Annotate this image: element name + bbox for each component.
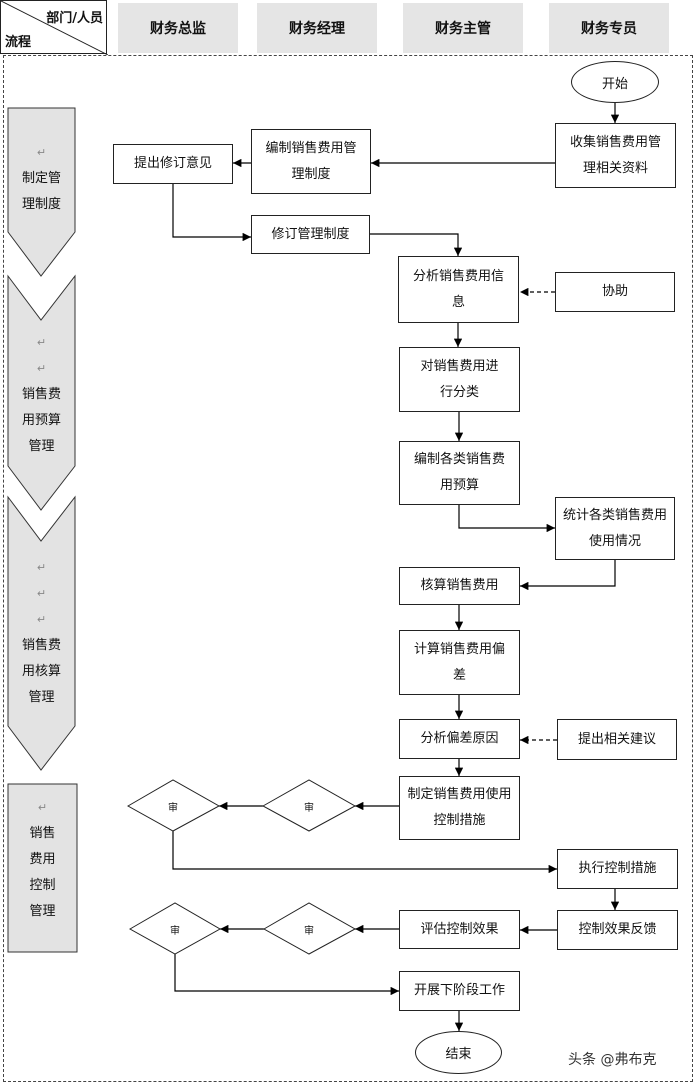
node-calc-deviation-text: 计算销售费用偏差 [413, 641, 505, 683]
return-mark: ↵ [37, 801, 48, 814]
node-draft-policy-text: 编制销售费用管理制度 [265, 140, 357, 182]
node-analyze-cause: 分析偏差原因 [399, 719, 520, 759]
phase-label-policy: ↵ 制定管理制度 [8, 140, 75, 218]
node-execute: 执行控制措施 [557, 849, 678, 889]
diagram-frame [3, 55, 693, 1082]
node-draft-policy: 编制销售费用管理制度 [251, 129, 371, 194]
node-analyze-info: 分析销售费用信息 [398, 256, 519, 323]
decision-label-2: 审 [304, 802, 314, 814]
node-budget-text: 编制各类销售费用预算 [413, 452, 505, 493]
node-suggest: 提出相关建议 [557, 719, 677, 760]
phase-shape-2 [7, 274, 76, 511]
return-mark: ↵ [36, 336, 47, 349]
watermark: 头条 @弗布克 [568, 1052, 657, 1068]
phase-label-accounting: ↵ ↵ ↵ 销售费用核算管理 [8, 555, 75, 711]
node-control-measures: 制定销售费用使用控制措施 [399, 776, 520, 840]
phase-shape-3 [7, 495, 76, 771]
column-header-finance-director: 财务总监 [118, 3, 238, 53]
phase-label-control: ↵ 销售费用控制管理 [8, 795, 77, 925]
node-assist: 协助 [555, 272, 675, 312]
node-calc-deviation: 计算销售费用偏差 [399, 630, 520, 695]
node-revise-policy: 修订管理制度 [251, 215, 370, 254]
node-control-measures-text: 制定销售费用使用控制措施 [407, 787, 512, 828]
node-propose-revision: 提出修订意见 [113, 144, 233, 184]
node-start: 开始 [571, 61, 659, 103]
node-classify-text: 对销售费用进行分类 [420, 358, 499, 400]
return-mark: ↵ [36, 146, 47, 159]
node-stat-usage: 统计各类销售费用使用情况 [555, 497, 675, 560]
header-corner-cell: 部门/人员 流程 [0, 0, 108, 55]
corner-label-department: 部门/人员 [46, 11, 103, 26]
corner-label-process: 流程 [5, 35, 32, 50]
arrow-propose-to-revise [172, 184, 251, 242]
node-collect-text: 收集销售费用管理相关资料 [569, 134, 661, 176]
node-end: 结束 [415, 1031, 502, 1074]
phase-shape-1 [7, 107, 76, 277]
arrow-budget-to-stat [458, 505, 555, 533]
node-budget: 编制各类销售费用预算 [399, 441, 520, 505]
phase-text-policy: 制定管理制度 [21, 171, 61, 212]
node-feedback: 控制效果反馈 [557, 910, 678, 950]
column-header-finance-specialist: 财务专员 [549, 3, 669, 53]
phase-text-control: 销售费用控制管理 [29, 826, 56, 919]
decision-diamond-4 [262, 902, 357, 955]
phase-text-budget: 销售费用预算管理 [21, 387, 61, 454]
corner-diagonal [1, 1, 108, 55]
column-header-finance-supervisor: 财务主管 [403, 3, 523, 53]
return-mark: ↵ [36, 613, 47, 626]
decision-label-3: 审 [170, 925, 180, 937]
decision-diamond-3 [128, 902, 222, 955]
return-mark: ↵ [36, 362, 47, 375]
node-analyze-info-text: 分析销售费用信息 [412, 268, 504, 310]
decision-diamond-2 [261, 779, 357, 832]
node-classify: 对销售费用进行分类 [399, 347, 520, 412]
node-account: 核算销售费用 [399, 567, 520, 605]
arrow-diamond3-to-next [174, 954, 399, 996]
decision-label-1: 审 [168, 802, 178, 814]
decision-label-4: 审 [304, 925, 314, 937]
node-collect: 收集销售费用管理相关资料 [555, 123, 676, 188]
phase-shape-4 [7, 783, 78, 953]
column-header-finance-manager: 财务经理 [257, 3, 377, 53]
node-stat-usage-text: 统计各类销售费用使用情况 [562, 507, 667, 549]
return-mark: ↵ [36, 561, 47, 574]
arrow-revise-to-analyze [370, 233, 463, 256]
phase-text-accounting: 销售费用核算管理 [21, 638, 61, 705]
phase-label-budget: ↵ ↵ 销售费用预算管理 [8, 330, 75, 460]
return-mark: ↵ [36, 587, 47, 600]
node-next-stage: 开展下阶段工作 [399, 971, 520, 1011]
decision-diamond-1 [126, 779, 221, 832]
arrow-stat-to-account [520, 560, 616, 591]
node-evaluate: 评估控制效果 [399, 910, 520, 949]
arrow-diamond1-to-execute [172, 831, 557, 874]
